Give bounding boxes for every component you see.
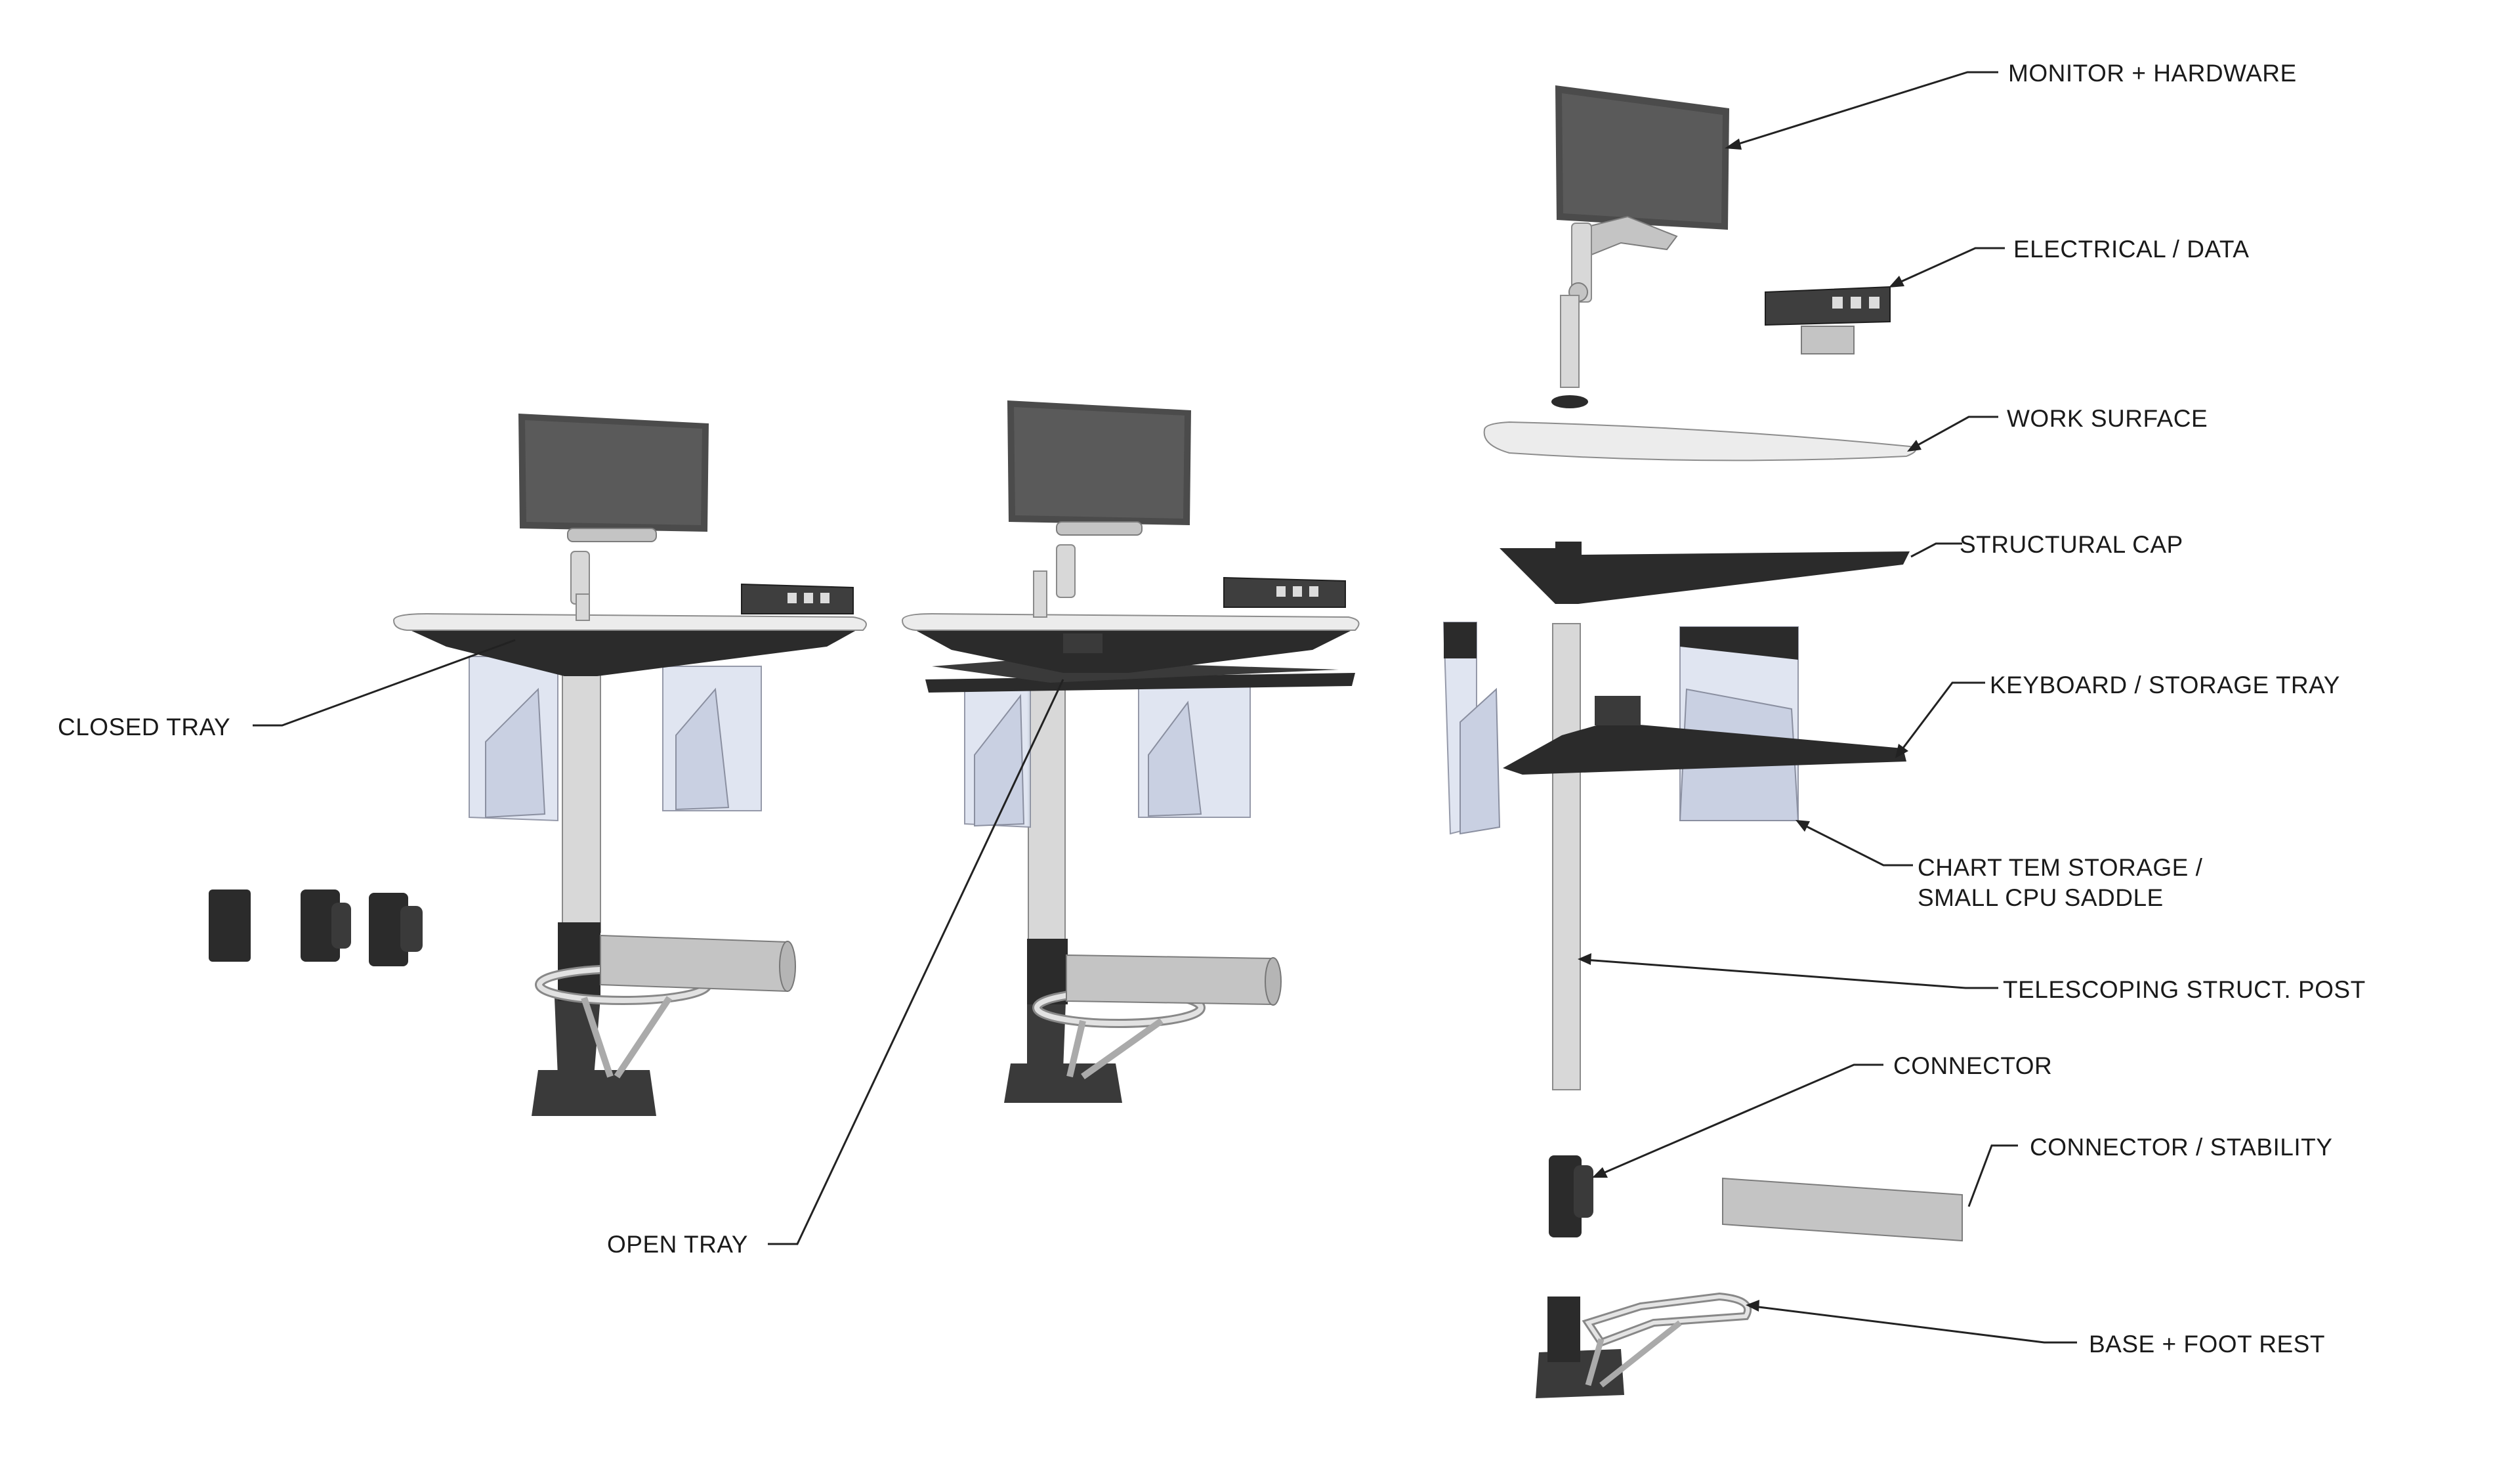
component-monitor	[1551, 85, 1729, 408]
label-open-tray: OPEN TRAY	[607, 1231, 748, 1258]
post	[562, 669, 601, 933]
component-electrical-data	[1765, 286, 1891, 354]
component-keyboard-tray	[1503, 696, 1906, 775]
component-telescoping-post	[1552, 623, 1581, 1090]
component-structural-cap	[1500, 542, 1910, 604]
label-connector-stability: CONNECTOR / STABILITY	[2030, 1134, 2332, 1161]
component-connector	[1549, 1155, 1593, 1237]
assembly-open-tray	[901, 400, 1360, 1103]
label-closed-tray: CLOSED TRAY	[58, 714, 230, 740]
callout-labels: MONITOR + HARDWARE ELECTRICAL / DATA WOR…	[58, 60, 2366, 1358]
component-base-foot-rest	[1536, 1292, 1752, 1398]
label-structural-cap: STRUCTURAL CAP	[1960, 531, 2183, 558]
component-chart-storage-left	[1442, 622, 1501, 835]
component-stability-bar	[1722, 1177, 1963, 1242]
label-work-surface: WORK SURFACE	[2007, 405, 2208, 432]
power-strip-middle	[1223, 576, 1346, 608]
label-chart-storage-1: CHART TEM STORAGE /	[1918, 854, 2203, 881]
exploded-components	[1442, 85, 1963, 1398]
power-strip-left	[741, 583, 854, 614]
label-connector: CONNECTOR	[1893, 1052, 2052, 1079]
label-electrical: ELECTRICAL / DATA	[2013, 236, 2249, 263]
label-keyboard-tray: KEYBOARD / STORAGE TRAY	[1990, 672, 2340, 698]
label-chart-storage-2: SMALL CPU SADDLE	[1918, 884, 2164, 911]
label-base: BASE + FOOT REST	[2089, 1331, 2325, 1358]
component-chart-storage-right	[1679, 626, 1799, 821]
label-post: TELESCOPING STRUCT. POST	[2003, 976, 2366, 1003]
label-monitor: MONITOR + HARDWARE	[2008, 60, 2297, 87]
component-work-surface	[1483, 421, 1916, 461]
assembly-closed-tray	[209, 414, 867, 1116]
loose-connectors	[209, 890, 423, 966]
leader-lines	[253, 71, 2077, 1344]
